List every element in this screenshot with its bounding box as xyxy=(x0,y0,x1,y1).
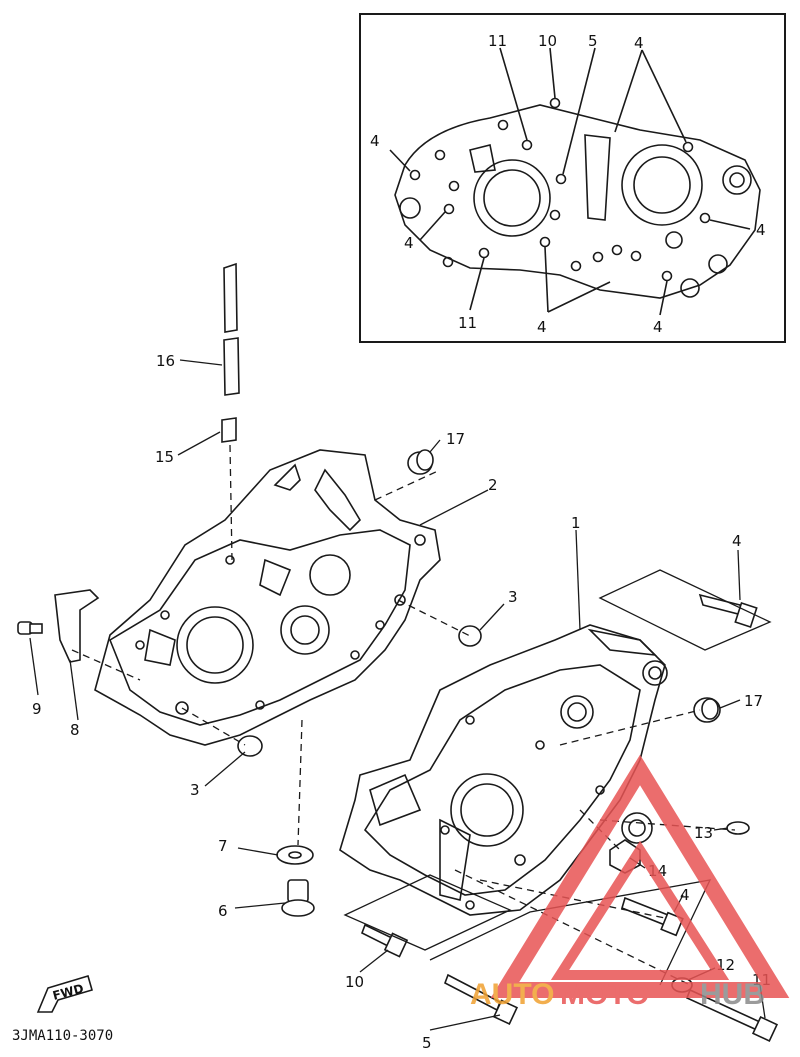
part-label: 4 xyxy=(680,886,690,904)
part-label: 8 xyxy=(70,721,80,739)
inset-label: 4 xyxy=(634,34,644,52)
watermark-moto: MOTO xyxy=(560,978,649,1011)
diagram-code: 3JMA110-3070 xyxy=(12,1028,113,1044)
watermark-hub: HUB xyxy=(700,978,765,1011)
fwd-label: FWD xyxy=(51,981,85,1003)
inset-callout-labels: 11 10 5 4 4 4 4 4 11 4 xyxy=(370,32,766,336)
inset-label: 5 xyxy=(588,32,598,50)
part-label: 1 xyxy=(571,514,581,532)
part-label: 2 xyxy=(488,476,498,494)
inset-label: 11 xyxy=(458,314,477,332)
right-crankcase-half xyxy=(339,624,668,916)
fwd-arrow-icon: FWD xyxy=(36,975,93,1013)
part-label: 16 xyxy=(156,352,175,370)
inset-label: 11 xyxy=(488,32,507,50)
part-label: 7 xyxy=(218,837,228,855)
part-label: 9 xyxy=(32,700,42,718)
watermark-auto: AUTO xyxy=(470,978,554,1011)
watermark-triangle-icon xyxy=(490,754,790,998)
part-label: 13 xyxy=(694,824,713,842)
part-label: 6 xyxy=(218,902,228,920)
automotohub-watermark: AUTO MOTO HUB xyxy=(470,754,790,1011)
part-label: 3 xyxy=(508,588,518,606)
part-label: 17 xyxy=(446,430,465,448)
small-parts xyxy=(17,262,779,1043)
part-label: 3 xyxy=(190,781,200,799)
inset-label: 4 xyxy=(370,132,380,150)
left-crankcase-half xyxy=(94,449,441,746)
part-label: 17 xyxy=(744,692,763,710)
part-label: 5 xyxy=(422,1034,432,1052)
part-label: 10 xyxy=(345,973,364,991)
inset-label: 4 xyxy=(537,318,547,336)
inset-label: 4 xyxy=(653,318,663,336)
leader-lines xyxy=(29,359,772,1031)
inset-label: 4 xyxy=(404,234,414,252)
part-label: 4 xyxy=(732,532,742,550)
inset-label: 10 xyxy=(538,32,557,50)
inset-bolt-pattern xyxy=(359,13,786,343)
inset-label: 4 xyxy=(756,221,766,239)
part-label: 15 xyxy=(155,448,174,466)
